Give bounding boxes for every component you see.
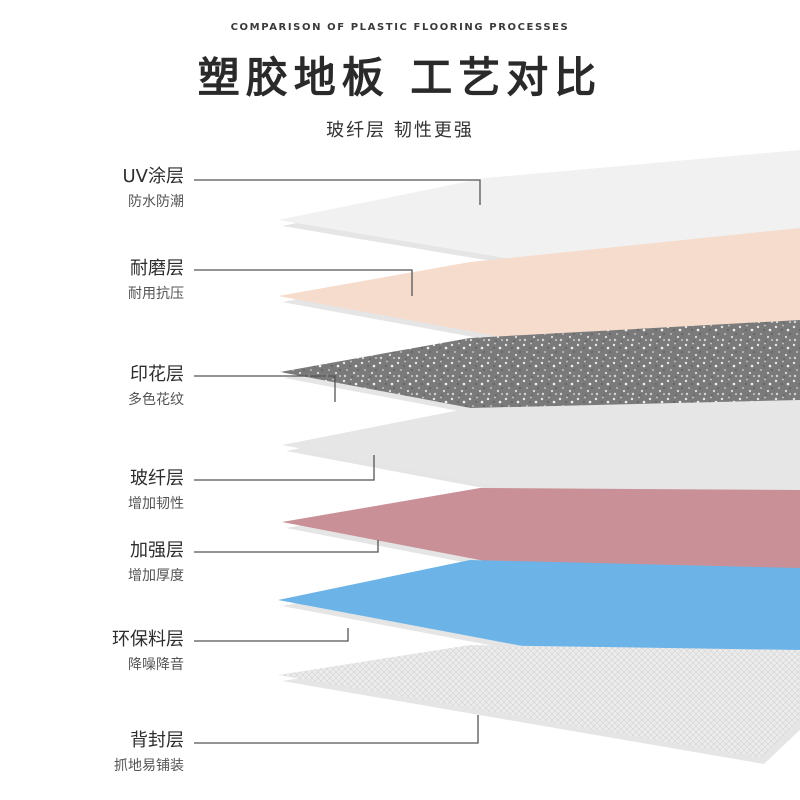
layer-name: 玻纤层 — [130, 468, 184, 489]
layer-sheet-7 — [278, 645, 800, 758]
layer-description: 增加厚度 — [128, 568, 184, 584]
layer-name: 环保料层 — [112, 629, 184, 650]
layer-description: 降噪降音 — [128, 657, 184, 673]
layer-description: 耐用抗压 — [128, 286, 184, 302]
leader-line-6 — [194, 628, 349, 642]
layer-label-1: UV涂层防水防潮 — [0, 166, 185, 212]
leader-line-4 — [194, 455, 375, 481]
layer-label-3: 印花层多色花纹 — [0, 364, 184, 410]
layer-description: 抓地易铺装 — [114, 758, 184, 774]
tagline: 玻纤层 韧性更强 — [326, 120, 474, 141]
layer-label-4: 玻纤层增加韧性 — [0, 468, 184, 514]
layer-name: 印花层 — [130, 364, 184, 385]
leader-line-2 — [194, 269, 413, 296]
layer-description: 增加韧性 — [128, 496, 184, 512]
layer-label-2: 耐磨层耐用抗压 — [0, 258, 184, 304]
layer-name: 耐磨层 — [130, 258, 184, 279]
leader-line-1 — [194, 179, 481, 205]
layer-name: UV涂层 — [122, 166, 185, 187]
page-title: 塑胶地板 工艺对比 — [197, 53, 603, 102]
layer-label-5: 加强层增加厚度 — [0, 540, 184, 586]
subtitle-english: COMPARISON OF PLASTIC FLOORING PROCESSES — [230, 22, 570, 33]
layer-name: 加强层 — [130, 540, 184, 561]
leader-line-7 — [194, 715, 479, 744]
layer-label-6: 环保料层降噪降音 — [0, 629, 184, 675]
layer-name: 背封层 — [130, 730, 184, 751]
layer-description: 防水防潮 — [128, 194, 184, 210]
layer-description: 多色花纹 — [128, 392, 184, 408]
leader-line-3 — [194, 375, 336, 402]
layer-label-7: 背封层抓地易铺装 — [0, 730, 184, 776]
leader-line-5 — [194, 540, 379, 553]
